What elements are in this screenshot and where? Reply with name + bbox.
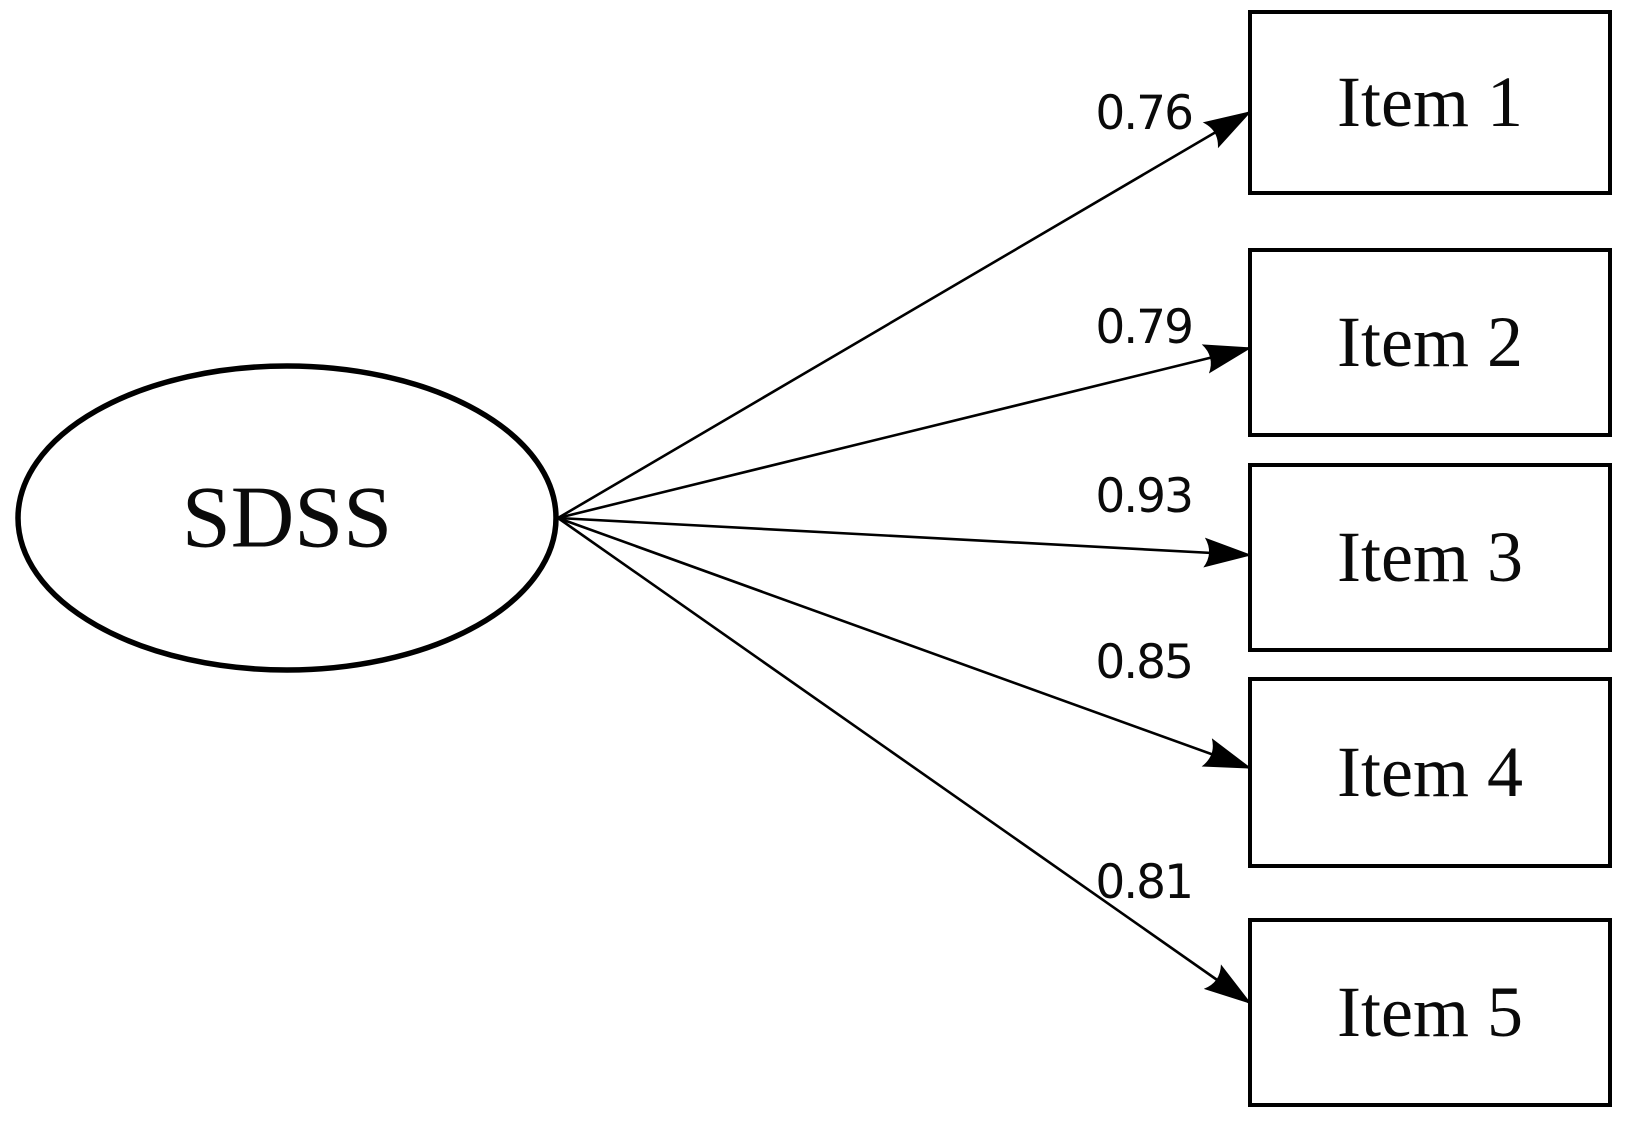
item-box xyxy=(1248,463,1612,652)
loading-label: 0.81 xyxy=(1095,855,1192,910)
loading-arrow xyxy=(557,516,1252,1005)
loading-arrow xyxy=(557,516,1252,770)
item-label: Item 2 xyxy=(1337,302,1523,382)
item-box xyxy=(1248,10,1612,195)
item-box xyxy=(1248,677,1612,868)
item-label: Item 5 xyxy=(1337,972,1523,1052)
item-box xyxy=(1248,248,1612,437)
loading-arrow xyxy=(557,344,1252,520)
loading-arrow xyxy=(557,516,1252,568)
loading-label: 0.76 xyxy=(1095,86,1192,141)
item-label: Item 1 xyxy=(1337,62,1523,142)
item-box xyxy=(1248,918,1612,1107)
loading-label: 0.85 xyxy=(1095,635,1192,690)
loading-arrow xyxy=(557,110,1252,520)
loading-label: 0.93 xyxy=(1095,469,1192,524)
item-label: Item 4 xyxy=(1337,732,1523,812)
latent-ellipse xyxy=(15,363,559,673)
item-label: Item 3 xyxy=(1337,517,1523,597)
loading-label: 0.79 xyxy=(1095,300,1192,355)
latent-label: SDSS xyxy=(182,470,392,567)
